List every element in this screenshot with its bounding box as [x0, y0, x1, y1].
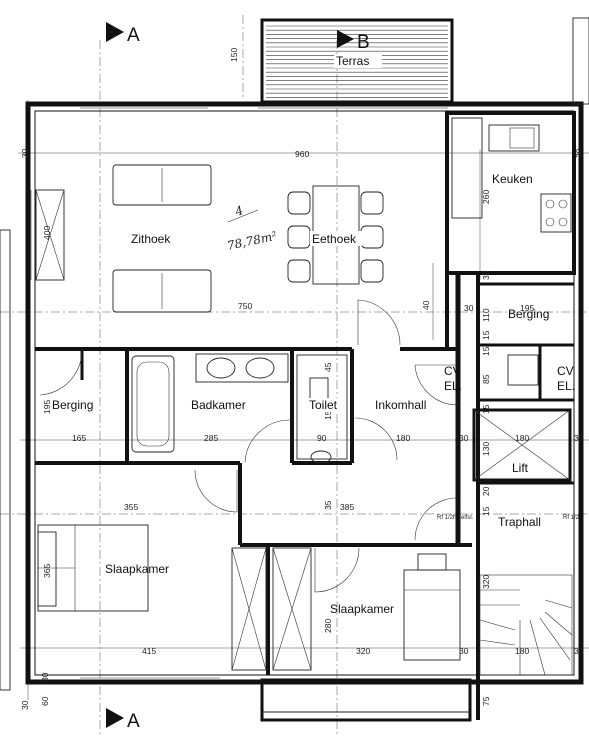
dim-35: 35 — [323, 500, 333, 510]
dim-150: 150 — [229, 48, 239, 62]
room-slaapkamer-1: Slaapkamer — [105, 562, 169, 576]
dim-750: 750 — [238, 301, 252, 311]
dim-260: 260 — [481, 190, 491, 204]
dimension-labels: 150 960 260 400 750 40 195 110 15 85 45 … — [20, 48, 584, 710]
dim-60: 60 — [40, 696, 50, 706]
dim-110: 110 — [481, 308, 491, 322]
dim-180-c: 180 — [515, 646, 529, 656]
room-zithoek: Zithoek — [131, 232, 171, 246]
section-arrow-a-top — [106, 22, 124, 42]
dim-180-b: 180 — [515, 433, 529, 443]
dim-45: 45 — [323, 362, 333, 372]
interior-walls — [35, 111, 576, 722]
dim-30-e: 30 — [574, 148, 584, 158]
dim-30-h: 30 — [574, 433, 584, 443]
dim-960: 960 — [295, 149, 309, 159]
section-a-bottom: A — [127, 711, 140, 732]
section-markers: A B A — [106, 22, 370, 732]
dim-195-side: 195 — [42, 400, 52, 414]
room-slaapkamer-2: Slaapkamer — [330, 602, 394, 616]
note-rf-right: Rf 1/2 — [563, 515, 580, 521]
dim-85: 85 — [481, 374, 491, 384]
dining-chair — [287, 225, 311, 249]
dim-180-a: 180 — [396, 433, 410, 443]
room-labels: Terras Keuken Zithoek Eethoek Berging Be… — [52, 54, 580, 616]
dim-165: 165 — [72, 433, 86, 443]
outer-walls — [0, 101, 584, 691]
dim-150-wc: 150 — [323, 406, 333, 420]
dim-385: 385 — [340, 502, 354, 512]
dim-15-d: 15 — [481, 506, 491, 516]
section-arrow-b-top — [337, 30, 354, 48]
dim-30-g: 30 — [464, 303, 474, 313]
dim-30-i: 30 — [574, 646, 584, 656]
dining-chair — [287, 259, 311, 283]
dim-15-a: 15 — [481, 346, 491, 356]
dim-90: 90 — [317, 433, 327, 443]
dim-320: 320 — [356, 646, 370, 656]
room-berging-left: Berging — [52, 398, 93, 412]
dim-30-c: 30 — [40, 672, 50, 682]
room-badkamer: Badkamer — [191, 398, 246, 412]
dim-15-c: 15 — [481, 330, 491, 340]
dining-chair — [287, 191, 311, 215]
room-toilet: Toilet — [309, 398, 338, 412]
room-cv-1: CV — [444, 364, 461, 378]
dim-365: 365 — [42, 564, 52, 578]
dim-355: 355 — [124, 502, 138, 512]
room-el-1: EL. — [444, 379, 462, 393]
dim-40: 40 — [421, 300, 431, 310]
dining-chair — [360, 259, 384, 283]
dim-30-d: 30 — [20, 148, 30, 158]
axis-lines — [0, 15, 589, 736]
dim-130: 130 — [481, 442, 491, 456]
dim-30-f: 30 — [481, 270, 491, 280]
doors — [39, 299, 459, 593]
handwritten-area: 78,78m² — [226, 229, 279, 253]
living-furniture — [112, 124, 572, 313]
room-terras: Terras — [336, 54, 369, 68]
dim-285: 285 — [204, 433, 218, 443]
dim-195-top: 195 — [520, 303, 534, 313]
dim-75: 75 — [481, 696, 491, 706]
dim-20: 20 — [481, 486, 491, 496]
note-rf-left: Rf 1/2h zelfsl. — [437, 515, 474, 521]
dining-chair — [360, 225, 384, 249]
stair — [479, 574, 573, 676]
dim-415: 415 — [142, 646, 156, 656]
dim-30-j: 30 — [20, 700, 30, 710]
room-lift: Lift — [512, 461, 529, 475]
section-b-top: B — [357, 32, 370, 53]
handwritten-unit-number: 4 — [232, 203, 245, 219]
room-berging-right: Berging — [508, 307, 549, 321]
room-inkomhall: Inkomhall — [375, 398, 426, 412]
room-traphall: Traphall — [498, 515, 541, 529]
room-keuken: Keuken — [492, 172, 533, 186]
room-eethoek: Eethoek — [312, 232, 357, 246]
section-arrow-a-bottom — [106, 708, 124, 728]
room-el-2: EL. — [557, 379, 575, 393]
handwritten-annotation: 4 78,78m² — [226, 203, 279, 253]
dining-chair — [360, 191, 384, 215]
dim-280: 280 — [323, 619, 333, 633]
room-cv-2: CV — [557, 364, 574, 378]
dim-400: 400 — [42, 226, 52, 240]
dim-15-b: 15 — [481, 404, 491, 414]
dim-30-a: 30 — [459, 433, 469, 443]
terrace — [260, 17, 589, 105]
dim-320-stair: 320 — [481, 575, 491, 589]
dim-30-b: 30 — [459, 646, 469, 656]
section-a-top: A — [127, 25, 140, 46]
